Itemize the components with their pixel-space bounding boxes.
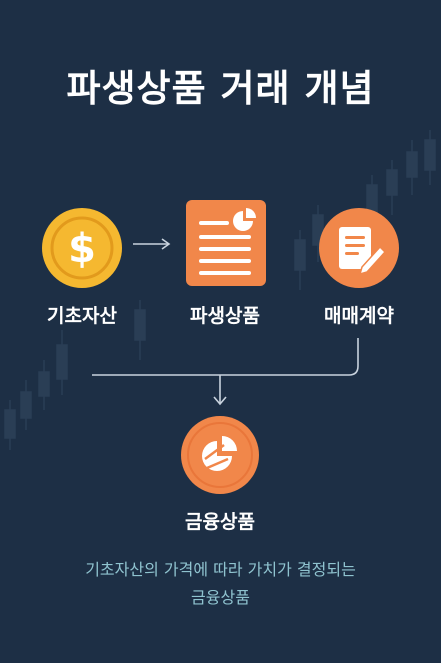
underlying-asset-label: 기초자산 bbox=[47, 305, 117, 327]
document-chart-icon bbox=[185, 199, 267, 287]
caption-line-2: 금융상품 bbox=[191, 588, 250, 607]
arrow-right-icon bbox=[133, 238, 171, 250]
derivative-label: 파생상품 bbox=[190, 305, 260, 327]
connector-line bbox=[92, 338, 359, 406]
contract-pen-icon bbox=[318, 207, 400, 289]
caption-line-1: 기초자산의 가격에 따라 가치가 결정되는 bbox=[85, 560, 356, 579]
dollar-coin-icon: $ bbox=[41, 207, 123, 289]
pie-chart-icon bbox=[180, 415, 260, 495]
contract-label: 매매계약 bbox=[324, 305, 394, 327]
svg-text:$: $ bbox=[68, 226, 96, 272]
page-title: 파생상품 거래 개념 bbox=[66, 67, 375, 110]
financial-product-label: 금융상품 bbox=[185, 511, 255, 533]
